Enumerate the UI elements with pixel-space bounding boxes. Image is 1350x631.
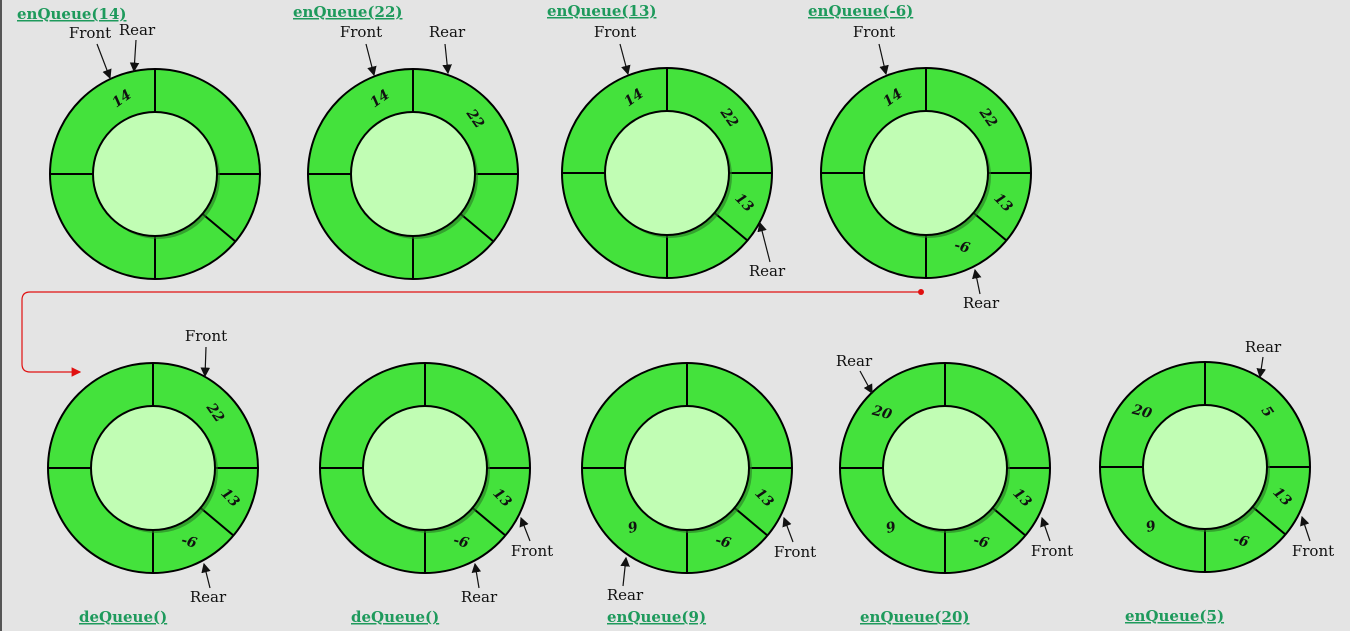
- operation-title: enQueue(22): [293, 3, 402, 21]
- slot-divider: [733, 507, 769, 537]
- left-edge: [0, 0, 2, 631]
- operation-title: enQueue(-6): [808, 2, 913, 20]
- front-pointer-arrow: [619, 43, 631, 76]
- operation-title: enQueue(9): [607, 608, 706, 626]
- rear-pointer-arrow: [471, 562, 482, 589]
- slot-value: -6: [952, 237, 971, 257]
- queue-center: [362, 405, 488, 531]
- rear-label: Rear: [749, 262, 786, 280]
- operation-title: enQueue(20): [860, 608, 969, 626]
- front-label: Front: [511, 542, 553, 560]
- queue-center: [882, 405, 1008, 531]
- front-label: Front: [853, 23, 895, 41]
- slot-divider: [713, 212, 749, 242]
- front-pointer-arrow: [200, 346, 211, 378]
- front-label: Front: [185, 327, 227, 345]
- front-pointer-arrow: [1040, 516, 1051, 542]
- queue-center: [863, 110, 989, 236]
- front-label: Front: [1031, 542, 1073, 560]
- slot-divider: [471, 507, 507, 537]
- slot-divider: [199, 507, 235, 537]
- slot-divider: [201, 213, 237, 243]
- front-label: Front: [594, 23, 636, 41]
- rear-pointer-arrow: [859, 370, 873, 395]
- operation-title: deQueue(): [351, 608, 439, 626]
- queue-center: [1142, 404, 1268, 530]
- front-pointer-arrow: [365, 43, 377, 77]
- rear-label: Rear: [429, 23, 466, 41]
- connector-line: [21, 291, 921, 377]
- slot-divider: [991, 507, 1027, 537]
- rear-pointer-arrow: [442, 43, 452, 75]
- rear-pointer-arrow: [620, 556, 630, 587]
- front-label: Front: [340, 23, 382, 41]
- operation-title: enQueue(13): [547, 2, 656, 20]
- operation-title: deQueue(): [79, 608, 167, 626]
- front-label: Front: [774, 543, 816, 561]
- queue-center: [350, 111, 476, 237]
- slot-value: 9: [626, 519, 640, 537]
- slot-divider: [1251, 506, 1287, 536]
- rear-label: Rear: [607, 586, 644, 604]
- rear-label: Rear: [963, 294, 1000, 312]
- rear-label: Rear: [836, 352, 873, 370]
- rear-label: Rear: [461, 588, 498, 606]
- slot-value: 20: [1130, 401, 1154, 422]
- connector-dot: [918, 289, 924, 295]
- slot-divider: [972, 212, 1008, 242]
- front-label: Front: [69, 24, 111, 42]
- rear-pointer-arrow: [757, 221, 771, 263]
- queue-center: [90, 405, 216, 531]
- rear-label: Rear: [1245, 338, 1282, 356]
- front-pointer-arrow: [878, 43, 889, 76]
- flow-connector: [21, 289, 924, 377]
- slot-value: -6: [1231, 531, 1250, 551]
- slot-value: -6: [713, 532, 732, 552]
- slot-value: -6: [451, 532, 470, 552]
- operation-title: enQueue(14): [17, 5, 126, 23]
- slot-divider: [459, 213, 495, 243]
- operation-title: enQueue(5): [1125, 607, 1224, 625]
- front-label: Front: [1292, 542, 1334, 560]
- rear-pointer-arrow: [1256, 356, 1266, 379]
- slot-value: -6: [971, 532, 990, 552]
- rear-pointer-arrow: [129, 39, 140, 73]
- rear-pointer-arrow: [201, 562, 211, 589]
- slot-value: -6: [179, 532, 198, 552]
- front-pointer-arrow: [782, 516, 794, 543]
- front-pointer-arrow: [519, 516, 531, 542]
- front-pointer-arrow: [96, 43, 112, 80]
- rear-label: Rear: [190, 588, 227, 606]
- queue-center: [624, 405, 750, 531]
- queue-center: [604, 110, 730, 236]
- queue-center: [92, 111, 218, 237]
- front-pointer-arrow: [1300, 515, 1311, 542]
- slot-value: 9: [884, 519, 898, 537]
- slot-value: 9: [1144, 518, 1158, 536]
- rear-label: Rear: [119, 21, 156, 39]
- rear-pointer-arrow: [972, 268, 982, 295]
- slot-value: 20: [870, 402, 894, 423]
